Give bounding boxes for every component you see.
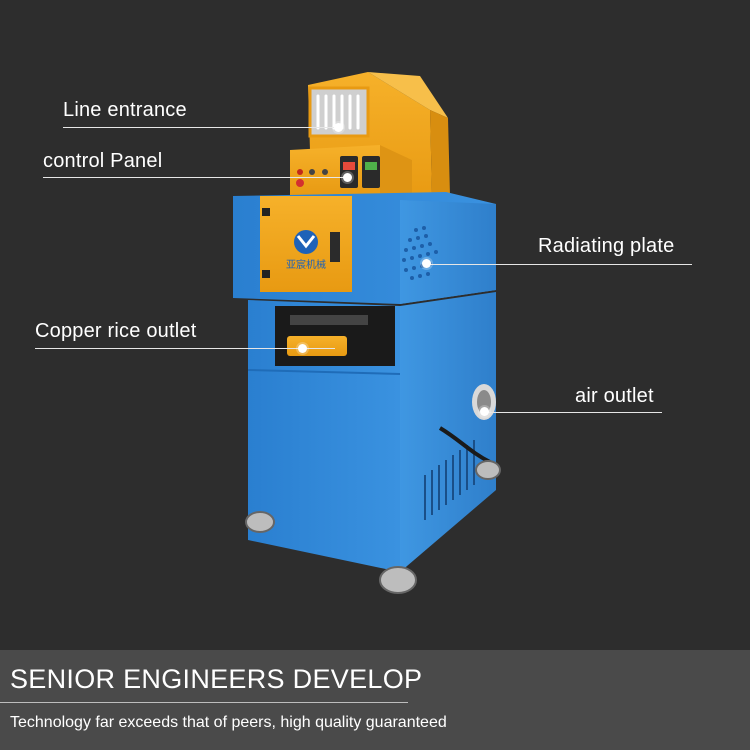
footer-divider [0,702,408,703]
casters [245,460,501,594]
upper-housing: 亚宸机械 [233,192,496,304]
marker-radiating-plate [422,259,431,268]
leader-line-entrance [63,127,339,128]
footer-title: SENIOR ENGINEERS DEVELOP [10,664,423,694]
leader-air-outlet [484,412,662,413]
label-radiating-plate: Radiating plate [538,235,675,257]
label-air-outlet: air outlet [575,385,654,407]
control-panel-box [290,145,412,196]
marker-control-panel [343,173,352,182]
label-copper-rice-outlet: Copper rice outlet [35,320,197,342]
product-photo: 亚宸机械 [35,72,692,594]
footer-banner: SENIOR ENGINEERS DEVELOP Technology far … [0,650,750,750]
copper-wire-granulator-illustration: 亚宸机械 [233,72,501,594]
radiating-plate-vents [402,226,438,280]
footer-subtitle: Technology far exceeds that of peers, hi… [10,714,447,731]
logo-text: 亚宸机械 [286,258,326,271]
marker-line-entrance [334,123,343,132]
leader-control-panel [43,177,347,178]
label-line-entrance: Line entrance [63,99,187,121]
label-control-panel: control Panel [43,150,163,172]
marker-copper-rice-outlet [298,344,307,353]
leader-radiating-plate [428,264,692,265]
marker-air-outlet [480,407,489,416]
leader-copper-rice-outlet [35,348,335,349]
lower-cabinet [247,292,496,572]
